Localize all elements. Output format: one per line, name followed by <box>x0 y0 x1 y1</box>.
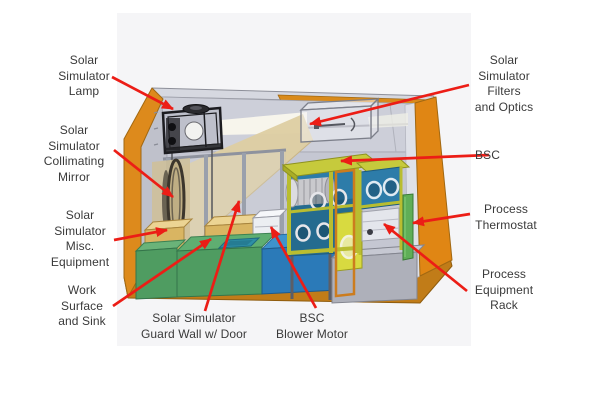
arrow-work-surface <box>112 237 212 308</box>
label-solar-simulator-lamp: Solar Simulator Lamp <box>58 53 110 98</box>
process-thermostat-panel <box>402 193 414 261</box>
bsc-right-unit <box>355 157 411 255</box>
arrow-lamp <box>111 75 174 111</box>
wall-marks <box>153 111 159 146</box>
filters-optics-box <box>299 97 380 143</box>
label-filters-and-optics: Solar Simulator Filters and Optics <box>474 53 534 114</box>
arrow-guard-wall <box>203 200 241 312</box>
arrow-bsc <box>340 153 490 166</box>
door-frame <box>334 168 356 298</box>
label-work-surface-sink: Work Surface and Sink <box>58 283 106 328</box>
arrow-blower-motor <box>269 226 318 309</box>
arrow-equipment-rack <box>383 222 468 293</box>
label-guard-wall: Solar Simulator Guard Wall w/ Door <box>140 311 248 341</box>
label-process-equipment-rack: Process Equipment Rack <box>474 267 534 312</box>
arrow-thermostat <box>412 212 471 227</box>
solar-simulator-lamp <box>161 104 224 155</box>
label-process-thermostat: Process Thermostat <box>475 202 537 232</box>
arrow-misc-equipment <box>113 227 168 242</box>
label-collimating-mirror: Solar Simulator Collimating Mirror <box>43 123 105 184</box>
label-misc-equipment: Solar Simulator Misc. Equipment <box>50 208 110 269</box>
label-bsc: BSC <box>475 148 500 162</box>
bsc-frame <box>287 161 359 255</box>
arrow-collimating-mirror <box>113 148 174 199</box>
arrow-filters-optics <box>309 83 470 127</box>
label-bsc-blower-motor: BSC Blower Motor <box>276 311 348 341</box>
process-equipment-rack <box>361 207 400 242</box>
callout-arrows <box>111 75 490 312</box>
